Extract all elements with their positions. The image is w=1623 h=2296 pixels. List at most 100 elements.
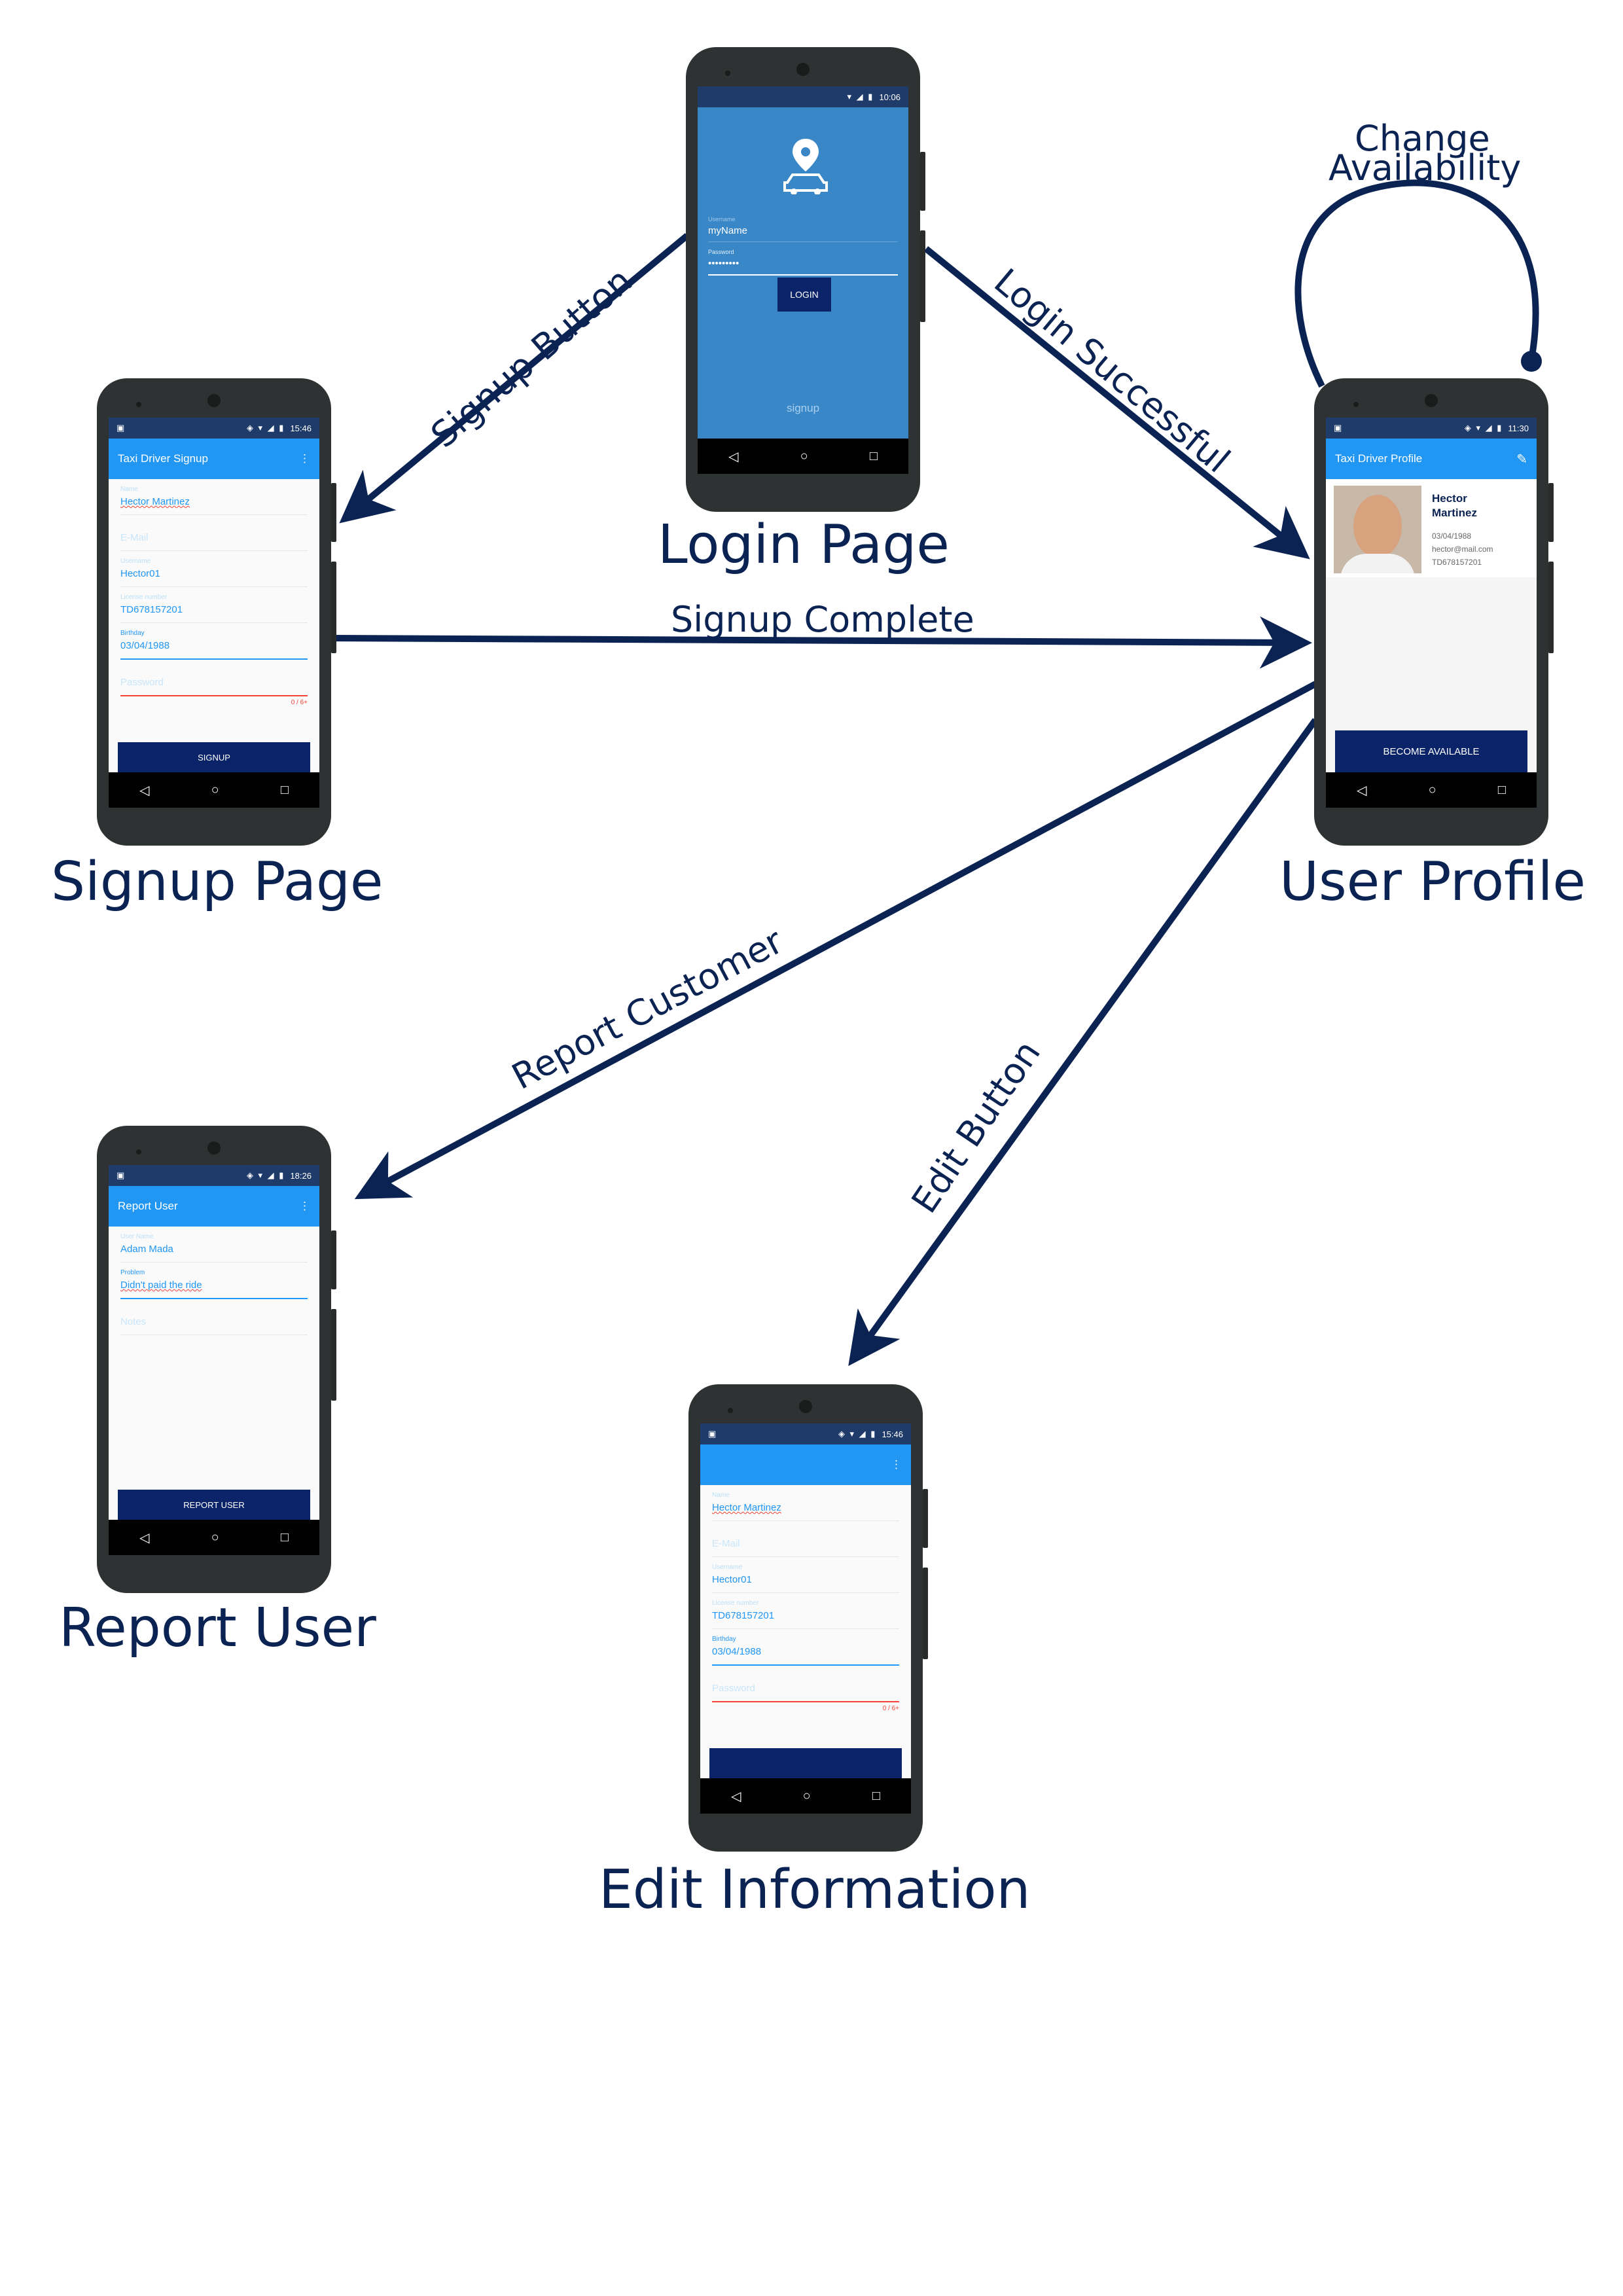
profile-first-name: Hector [1432,492,1467,505]
profile-card: Hector Martinez 03/04/1988 hector@mail.c… [1326,479,1537,577]
recents-icon[interactable]: □ [280,1530,289,1545]
home-icon[interactable]: ○ [211,1530,219,1545]
page-name-profile: User Profile [1279,851,1586,913]
edit-pencil-icon[interactable]: ✎ [1516,452,1527,467]
signup-link[interactable]: signup [786,402,820,414]
loop-end-dot [1521,351,1542,372]
email-field[interactable]: E-Mail [120,515,308,551]
edge-signup-complete [333,616,1312,669]
home-icon[interactable]: ○ [800,448,808,463]
back-icon[interactable]: ◁ [1357,783,1367,798]
email-field[interactable]: E-Mail [712,1521,899,1557]
login-button[interactable]: LOGIN [777,278,831,312]
username-input[interactable]: myName [708,223,898,242]
edge-edit-button [848,718,1319,1367]
notes-field[interactable]: Notes [120,1299,308,1335]
home-icon[interactable]: ○ [802,1788,811,1803]
overflow-menu-icon[interactable]: ⋮ [891,1458,902,1471]
back-icon[interactable]: ◁ [731,1789,741,1804]
app-bar: ⋮ [700,1444,911,1485]
back-icon[interactable]: ◁ [139,783,150,798]
nav-bar: ◁ ○ □ [109,1520,319,1555]
overflow-menu-icon[interactable]: ⋮ [299,1200,310,1212]
recents-icon[interactable]: □ [280,782,289,797]
nav-bar: ◁ ○ □ [700,1778,911,1814]
signup-button[interactable]: SIGNUP [118,742,310,772]
phone-profile: ▣◈ ▾ ◢ ▮11:30 Taxi Driver Profile ✎ Hecto… [1314,378,1554,846]
profile-screen: ▣◈ ▾ ◢ ▮11:30 Taxi Driver Profile ✎ Hecto… [1326,418,1537,808]
page-name-edit: Edit Information [599,1859,1031,1921]
nav-bar: ◁ ○ □ [109,772,319,808]
app-bar: Report User ⋮ [109,1186,319,1227]
avatar [1334,486,1421,573]
back-icon[interactable]: ◁ [728,449,739,464]
taxi-location-icon [783,139,828,194]
edge-change-availability-loop [1294,179,1539,388]
recents-icon[interactable]: □ [1497,782,1506,797]
profile-email: hector@mail.com [1432,545,1493,554]
recents-icon[interactable]: □ [869,448,878,463]
become-available-button[interactable]: BECOME AVAILABLE [1335,730,1527,772]
app-title: Taxi Driver Profile [1335,452,1423,465]
login-screen: ▾ ◢ ▮10:06 Username myName Password ••••… [698,86,908,474]
status-bar: ▾ ◢ ▮10:06 [698,86,908,107]
nav-bar: ◁ ○ □ [698,439,908,474]
status-bar: ▣◈ ▾ ◢ ▮18:26 [109,1165,319,1186]
report-user-button[interactable]: REPORT USER [118,1490,310,1520]
app-bar: Taxi Driver Profile ✎ [1326,439,1537,479]
home-icon[interactable]: ○ [211,782,219,797]
page-name-signup: Signup Page [51,851,383,913]
status-bar: ▣◈ ▾ ◢ ▮11:30 [1326,418,1537,439]
avatar-face [1353,495,1402,558]
overflow-menu-icon[interactable]: ⋮ [299,452,310,465]
edge-login-successful [923,246,1310,560]
password-field[interactable]: Password [712,1666,899,1702]
app-title: Report User [118,1200,178,1212]
password-field[interactable]: Password [120,660,308,696]
phone-login: ▾ ◢ ▮10:06 Username myName Password ••••… [686,47,925,512]
password-counter: 0 / 6+ [291,699,308,706]
profile-license: TD678157201 [1432,558,1482,567]
label-signup-complete: Signup Complete [671,599,974,640]
avatar-shoulders [1340,554,1415,573]
save-button[interactable] [709,1748,902,1778]
status-bar: ▣◈ ▾ ◢ ▮15:46 [700,1424,911,1444]
recents-icon[interactable]: □ [872,1788,880,1803]
status-bar: ▣◈ ▾ ◢ ▮15:46 [109,418,319,439]
label-change-2: Availability [1329,147,1522,188]
username-label: Username [708,216,736,223]
password-label: Password [708,249,734,255]
app-title: Taxi Driver Signup [118,452,208,465]
profile-last-name: Martinez [1432,507,1477,519]
profile-birthday: 03/04/1988 [1432,531,1472,541]
page-name-report: Report User [59,1597,376,1659]
page-name-login: Login Page [658,514,950,576]
edge-report-customer [354,681,1317,1200]
edge-signup-button [339,233,690,524]
password-counter: 0 / 6+ [882,1705,899,1712]
label-change-1: Change [1355,118,1490,159]
app-bar: Taxi Driver Signup ⋮ [109,439,319,479]
back-icon[interactable]: ◁ [139,1530,150,1545]
nav-bar: ◁ ○ □ [1326,772,1537,808]
home-icon[interactable]: ○ [1428,782,1436,797]
password-input[interactable]: ••••••••• [708,255,898,276]
